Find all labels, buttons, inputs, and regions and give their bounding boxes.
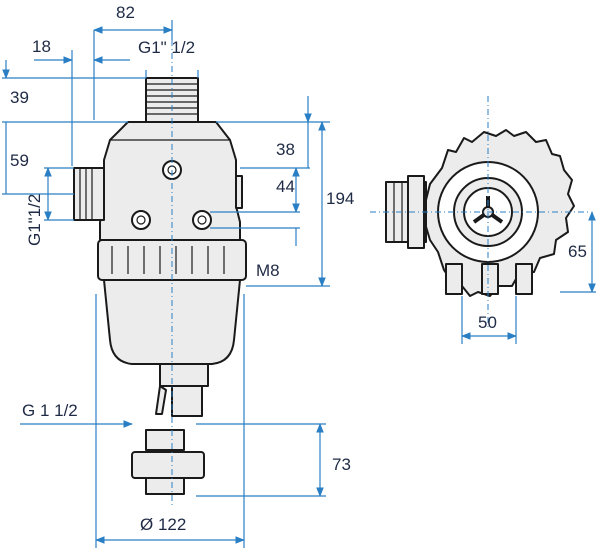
side-inlet: [73, 167, 243, 221]
front-view: [73, 40, 247, 505]
front-dimensions: 82 18 G1" 1/2 39 59 G1"1/2 38 44: [2, 3, 354, 548]
dim-59: 59: [10, 151, 29, 170]
top-view: [370, 96, 590, 330]
dim-50: 50: [478, 313, 497, 332]
dim-diameter-122: Ø 122: [140, 515, 186, 534]
dim-18: 18: [32, 37, 51, 56]
dim-44: 44: [276, 177, 295, 196]
drain-valve: [155, 363, 209, 417]
dim-thread-top: G1" 1/2: [138, 38, 195, 57]
dim-82: 82: [116, 3, 135, 22]
top-dimensions: 65 50: [461, 211, 596, 344]
dim-194: 194: [326, 189, 354, 208]
dim-39: 39: [10, 88, 29, 107]
dim-38: 38: [276, 140, 295, 159]
dim-m8: M8: [256, 261, 280, 280]
dim-thread-side: G1"1/2: [25, 194, 44, 246]
dim-65: 65: [568, 242, 587, 261]
drain-plug: [131, 429, 205, 495]
dim-73: 73: [332, 455, 351, 474]
dim-g112: G 1 1/2: [22, 401, 78, 420]
